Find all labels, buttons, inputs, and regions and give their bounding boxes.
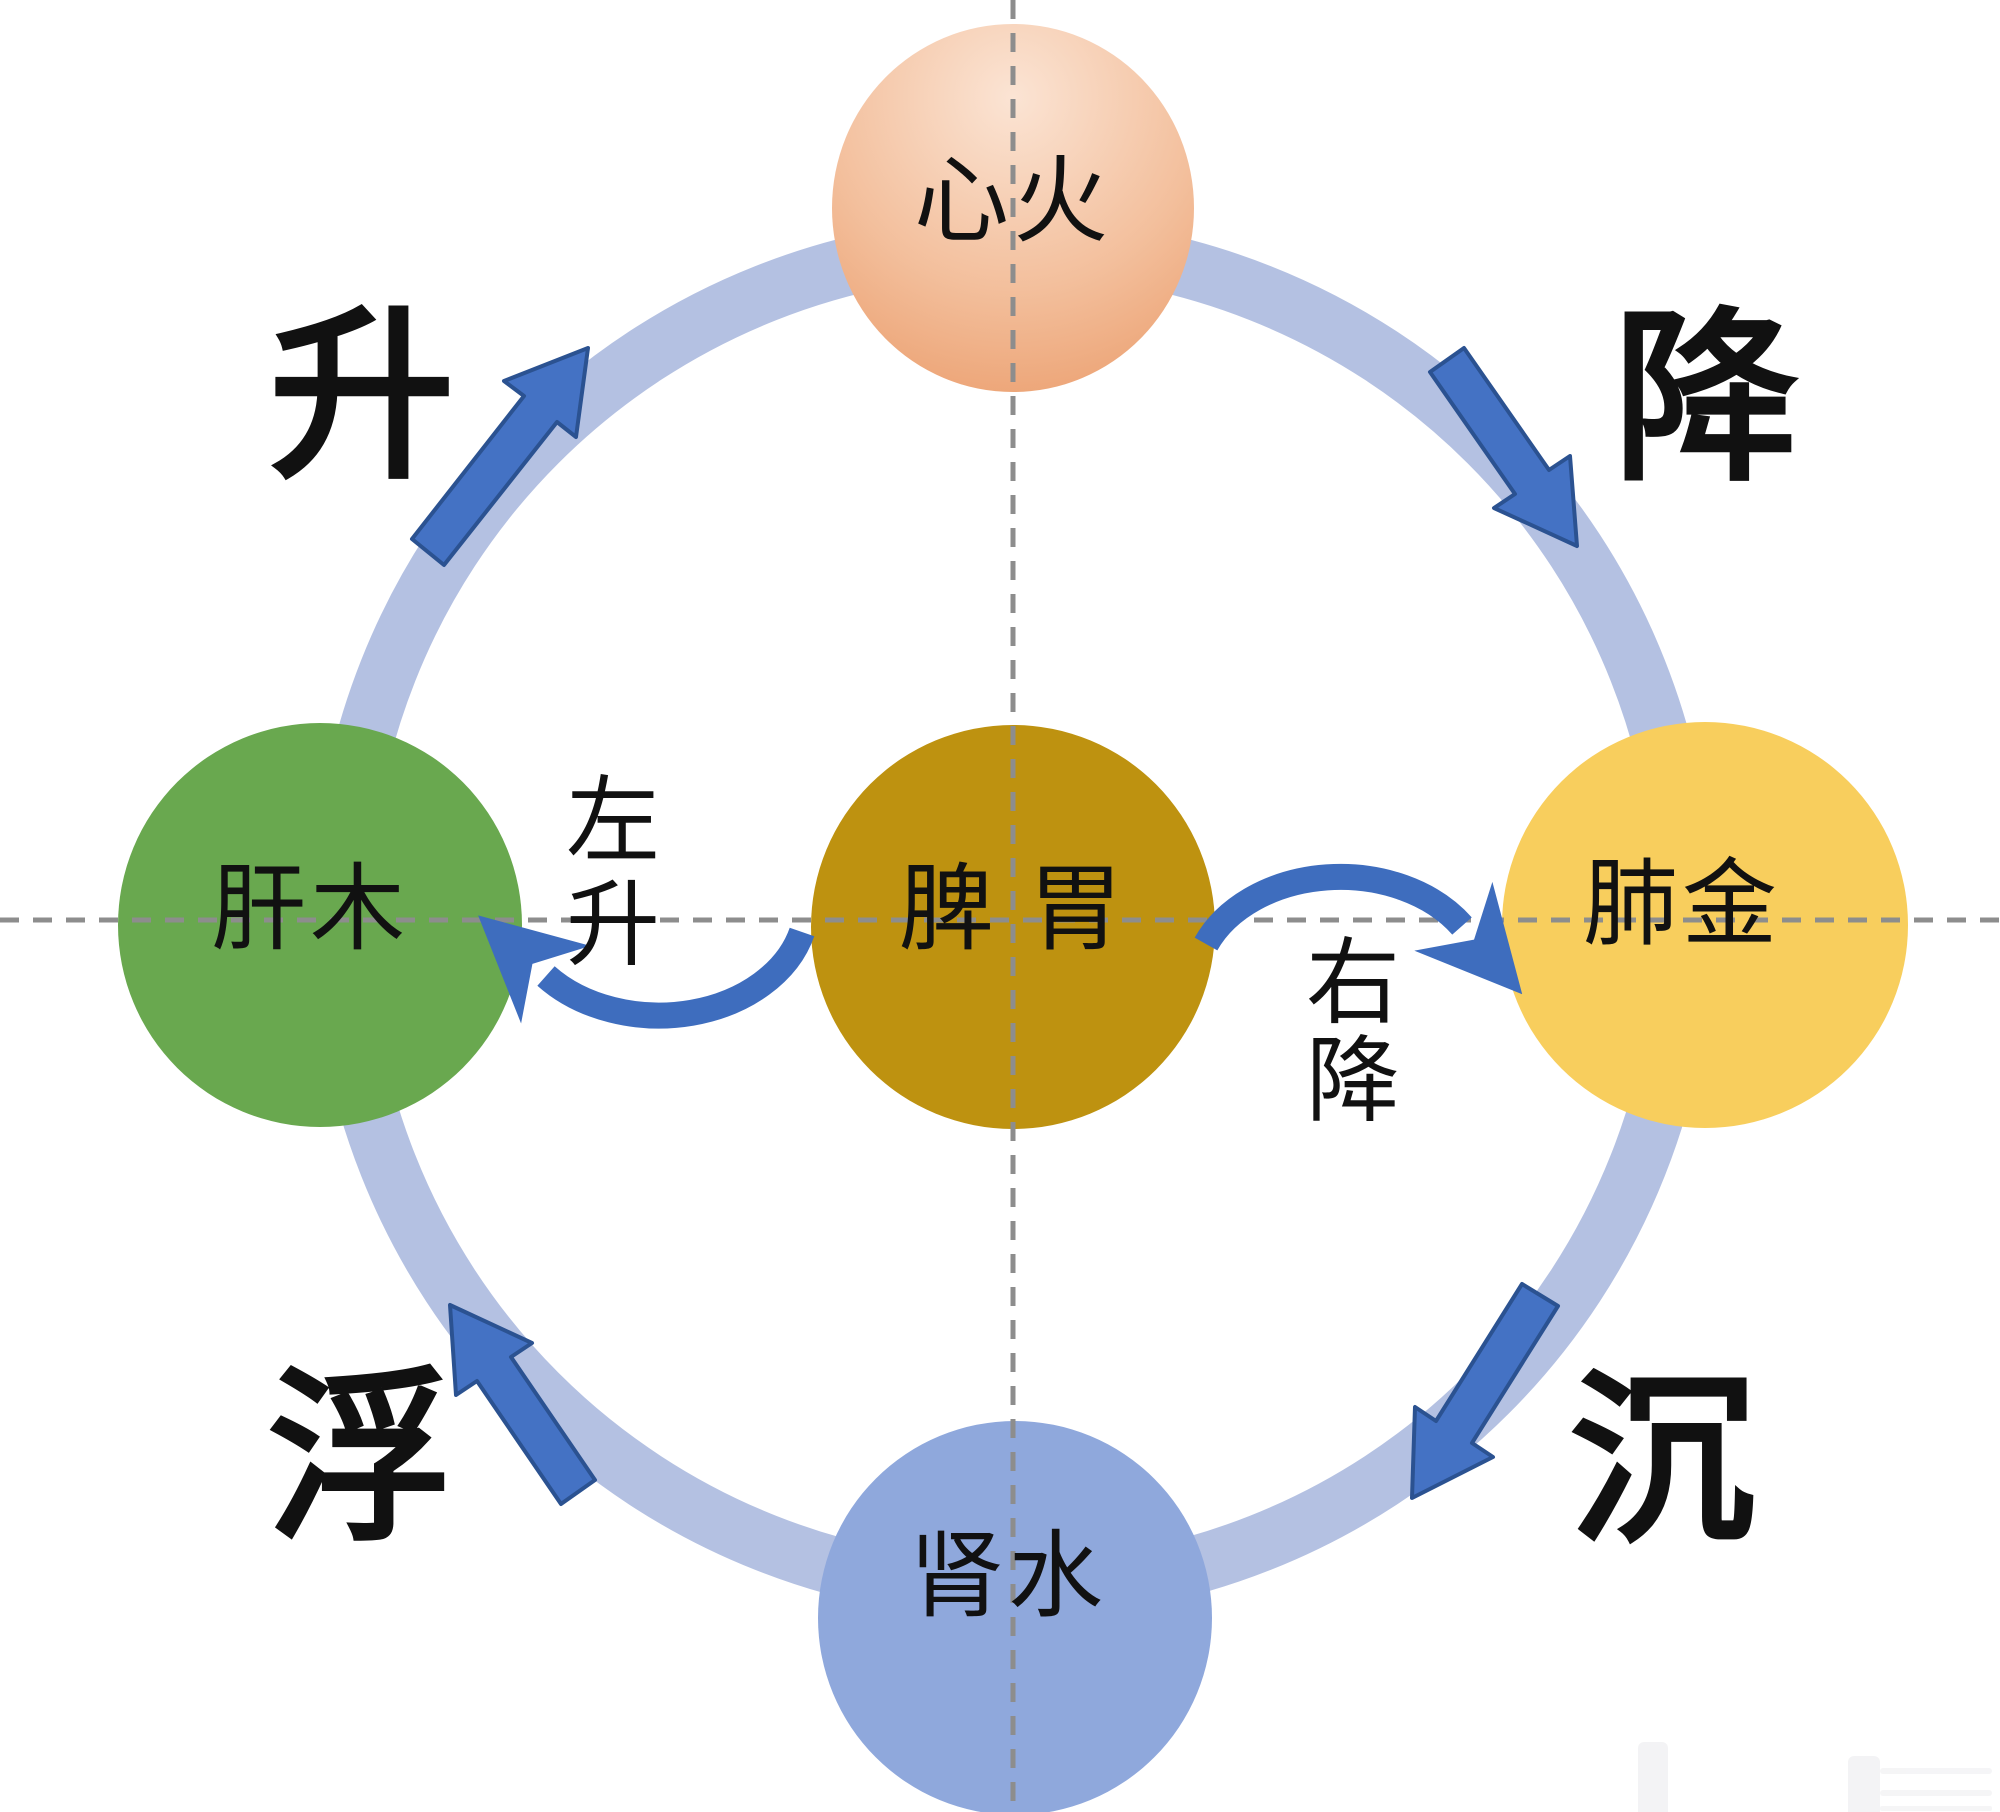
left-rise-label-line1: 左 <box>566 768 660 873</box>
rise-arrow <box>410 346 590 567</box>
node-liver-label: 肝木 <box>211 856 409 962</box>
ring-label-sink: 沉 <box>1569 1358 1755 1565</box>
watermark <box>1638 1742 1992 1812</box>
node-lung-circle <box>1502 722 1908 1128</box>
node-liver-circle <box>118 723 522 1127</box>
ring-label-descend: 降 <box>1613 296 1800 503</box>
node-heart-label: 心火 <box>914 148 1112 254</box>
right-descend-label-line1: 右 <box>1306 930 1400 1035</box>
node-lung-label: 肺金 <box>1583 851 1781 957</box>
left-rise-curved-arrow <box>478 915 815 1029</box>
left-rise-label-line2: 升 <box>566 872 660 977</box>
node-kidney-circle <box>818 1421 1212 1812</box>
ring-label-float: 浮 <box>267 1356 453 1563</box>
descend-arrow <box>1428 346 1579 548</box>
node-spleen-label: 脾 胃 <box>899 856 1127 962</box>
right-descend-curved-arrow <box>1194 863 1523 995</box>
float-arrow <box>448 1303 597 1506</box>
node-kidney-label: 肾水 <box>909 1523 1107 1629</box>
sink-arrow <box>1410 1282 1560 1500</box>
right-descend-label-line2: 降 <box>1306 1028 1400 1133</box>
ring-label-rise: 升 <box>269 294 455 501</box>
